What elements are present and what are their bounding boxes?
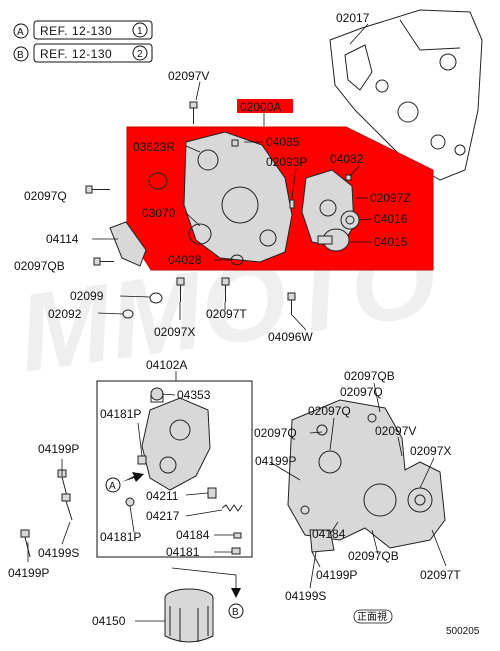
oil-filter-04150 [164, 588, 214, 643]
callout-a: A [105, 477, 121, 493]
pin-02093p [289, 199, 295, 209]
reference-b-num: 2 [137, 49, 143, 60]
bolt-02097q-left [85, 185, 110, 194]
label-04181p-bot[interactable]: 04181P [100, 530, 141, 544]
label-04114[interactable]: 04114 [46, 232, 79, 246]
label-02097v-r[interactable]: 02097V [375, 424, 416, 438]
reference-b-letter: B [17, 50, 24, 61]
front-view-case-drawing [287, 399, 446, 553]
relief-valve-group-box [96, 380, 253, 558]
label-04184[interactable]: 04184 [176, 528, 210, 542]
label-03623r[interactable]: 03623R [133, 140, 175, 154]
reference-a-num: 1 [137, 26, 143, 37]
svg-text:A: A [109, 481, 116, 492]
gear-04015 [317, 228, 350, 252]
plug-04353 [150, 387, 164, 403]
label-02097t-r[interactable]: 02097T [420, 568, 461, 582]
label-02093p[interactable]: 02093P [266, 155, 307, 169]
engine-block-drawing [329, 9, 483, 181]
label-02097x-r[interactable]: 02097X [410, 444, 451, 458]
label-02097z[interactable]: 02097Z [370, 191, 411, 205]
bolt-04199p-b [20, 529, 31, 558]
label-04199s-a[interactable]: 04199S [38, 546, 79, 560]
gasket-04184 [233, 532, 242, 539]
reference-a-letter: A [17, 27, 24, 38]
label-02097qb-r2[interactable]: 02097QB [348, 549, 399, 563]
label-04184-r[interactable]: 04184 [312, 527, 346, 541]
seal-03623r [148, 172, 168, 190]
oil-seal-03070 [188, 223, 212, 245]
reference-b-text: REF. 12-130 [40, 47, 112, 61]
front-case-drawing [183, 131, 293, 263]
label-02000a-highlight [237, 99, 293, 113]
label-04353[interactable]: 04353 [177, 388, 211, 402]
bolt-04082 [345, 174, 352, 181]
label-04181p-top[interactable]: 04181P [100, 407, 141, 421]
label-02097t-mid[interactable]: 02097T [206, 307, 247, 321]
label-02097qb-left[interactable]: 02097QB [14, 259, 65, 273]
label-04199p-r1[interactable]: 04199P [255, 454, 296, 468]
gear-04016 [340, 210, 360, 230]
label-02097q-r3[interactable]: 02097Q [254, 426, 297, 440]
svg-text:B: B [232, 607, 239, 618]
bracket-04114 [109, 221, 147, 267]
label-04028[interactable]: 04028 [168, 253, 202, 267]
relief-valve-housing-drawing [141, 397, 211, 491]
label-04082[interactable]: 04082 [330, 152, 364, 166]
callout-b: B [228, 603, 244, 619]
label-02099[interactable]: 02099 [70, 289, 104, 303]
spring-04217 [221, 504, 243, 512]
reference-a[interactable]: A REF. 12-130 1 [13, 20, 153, 40]
figure-code: 500205 [446, 626, 480, 637]
arrow-to-a [122, 472, 144, 482]
view-label: 正面視 [353, 609, 393, 624]
filter-arrow [171, 567, 237, 592]
label-02097q-left[interactable]: 02097Q [24, 189, 67, 203]
label-04217[interactable]: 04217 [146, 509, 180, 523]
plug-04181 [231, 547, 241, 555]
label-02097v-top[interactable]: 02097V [168, 69, 209, 83]
label-04015[interactable]: 04015 [374, 235, 408, 249]
label-04096w[interactable]: 04096W [268, 330, 313, 344]
reference-b[interactable]: B REF. 12-130 2 [13, 43, 153, 63]
plunger-04211 [207, 487, 217, 499]
label-04199s-r[interactable]: 04199S [285, 589, 326, 603]
label-04199p-b[interactable]: 04199P [8, 566, 49, 580]
label-04150[interactable]: 04150 [92, 614, 126, 628]
label-02000a[interactable]: 02000A [240, 100, 281, 114]
label-03070[interactable]: 03070 [142, 206, 176, 220]
label-04085[interactable]: 04085 [266, 135, 300, 149]
bolt-02097qb-left [93, 257, 114, 266]
bolt-04096w [287, 292, 296, 314]
svg-text:正面視: 正面視 [357, 610, 387, 623]
label-04199p-r2[interactable]: 04199P [316, 568, 357, 582]
pin-04181p-bot [125, 497, 135, 507]
leader-lines [27, 23, 447, 622]
label-02092[interactable]: 02092 [48, 307, 82, 321]
reference-a-text: REF. 12-130 [40, 24, 112, 38]
label-02097x-mid[interactable]: 02097X [154, 325, 195, 339]
bolt-02097x-mid [176, 277, 185, 302]
label-04211[interactable]: 04211 [146, 489, 179, 503]
label-02097q-r1[interactable]: 02097Q [340, 385, 383, 399]
label-02097q-r2[interactable]: 02097Q [308, 404, 351, 418]
label-04199p-a[interactable]: 04199P [38, 442, 79, 456]
bolt-04085 [231, 139, 239, 147]
bolt-02097t-mid [221, 277, 230, 302]
label-04016[interactable]: 04016 [374, 212, 408, 226]
pin-04181p-top [137, 455, 147, 465]
label-02097qb-r1[interactable]: 02097QB [344, 369, 395, 383]
label-04102a[interactable]: 04102A [146, 358, 187, 372]
bolt-02097v-top [189, 101, 198, 124]
label-04181[interactable]: 04181 [166, 545, 200, 559]
label-02017[interactable]: 02017 [336, 11, 370, 25]
bolt-04199s-a [61, 493, 73, 521]
o-ring-02099 [149, 292, 163, 304]
